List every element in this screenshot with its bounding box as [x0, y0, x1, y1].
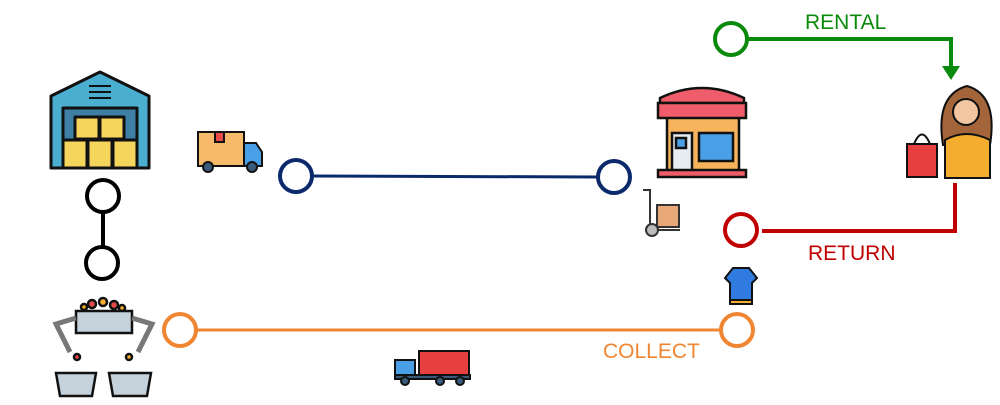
- warehouse-icon: [49, 70, 151, 170]
- rental-label: RENTAL: [805, 11, 886, 34]
- return-label: RETURN: [808, 242, 896, 265]
- delivery-line: [278, 158, 632, 195]
- container-truck-icon: [394, 350, 471, 386]
- hand-truck-icon: [643, 189, 680, 237]
- shirt-icon: [723, 267, 759, 305]
- rental-line: [713, 21, 960, 80]
- shopper-icon: [906, 84, 993, 179]
- sorting-machine-icon: [52, 296, 156, 398]
- collect-line: [162, 312, 755, 348]
- store-icon: [656, 86, 748, 179]
- collect-label: COLLECT: [603, 340, 700, 363]
- return-line: [723, 183, 957, 248]
- delivery-truck-icon: [197, 131, 263, 173]
- warehouse-sorting-connector: [84, 178, 121, 281]
